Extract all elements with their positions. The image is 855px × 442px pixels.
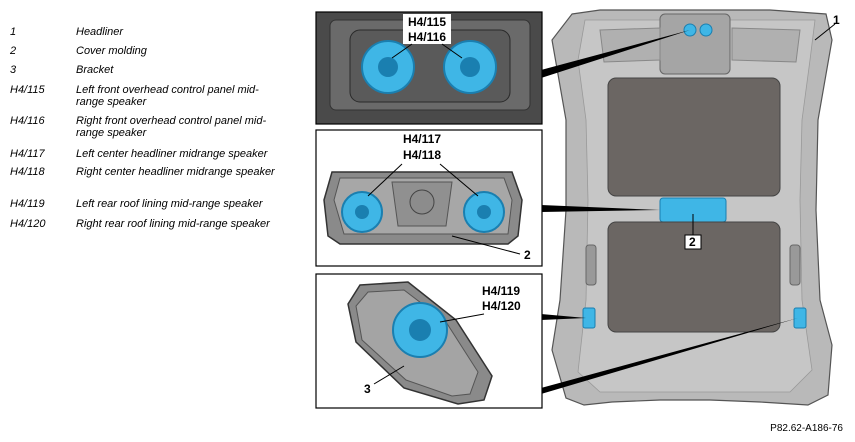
callout-h4-116: H4/116 — [408, 30, 446, 44]
callout-1-headliner: 1 — [833, 13, 840, 27]
legend-code: H4/120 — [10, 218, 46, 230]
legend-code: H4/119 — [10, 198, 45, 210]
callout-3-panel: 3 — [364, 382, 371, 396]
legend-code: 2 — [10, 45, 17, 57]
leader-line-panel2 — [541, 205, 660, 212]
callout-2-molding: 2 — [689, 235, 696, 249]
callout-h4-117: H4/117 — [403, 132, 441, 146]
right-grab-handle — [789, 244, 801, 286]
left-visor-recess — [599, 27, 661, 63]
legend-description: Cover molding — [76, 45, 147, 57]
legend-code: 1 — [10, 26, 17, 38]
detail-panel-front: H4/115 H4/116 — [315, 11, 543, 125]
callout-box-molding — [684, 234, 702, 250]
drawing-id: P82.62-A186-76 — [770, 423, 843, 434]
legend-description: Left center headliner midrange speaker — [76, 148, 268, 160]
legend-description: Right center headliner midrange speaker — [76, 166, 275, 178]
front-roof-glass — [607, 77, 781, 197]
headliner-view — [551, 9, 833, 406]
legend-description: Bracket — [76, 64, 114, 76]
detail-panel-rear: H4/119 H4/120 3 — [315, 273, 543, 409]
legend-code: H4/117 — [10, 148, 45, 160]
callout-h4-119: H4/119 — [482, 284, 520, 298]
speaker-h4-116-small — [699, 23, 713, 37]
right-visor-recess — [731, 27, 801, 63]
legend-description: Right front overhead control panel mid-r… — [76, 115, 267, 139]
legend-code: H4/118 — [10, 166, 45, 178]
leader-line-panel3b — [541, 318, 798, 394]
legend-code: 3 — [10, 64, 17, 76]
front-console — [659, 13, 731, 75]
legend-code: H4/115 — [10, 84, 45, 96]
callout-bg-panel1 — [403, 14, 451, 44]
legend-description: Headliner — [76, 26, 124, 38]
legend-code: H4/116 — [10, 115, 45, 127]
callout-2-panel: 2 — [524, 248, 531, 262]
speaker-h4-116-cone — [460, 57, 480, 77]
leader-h4-116 — [441, 43, 463, 59]
rear-roof-glass — [607, 221, 781, 333]
leader-line-panel1 — [541, 30, 690, 78]
callout-h4-120: H4/120 — [482, 299, 521, 313]
leader-headliner — [814, 23, 836, 41]
leader-h4-115 — [391, 43, 413, 59]
legend-description: Left rear roof lining mid-range speaker — [76, 198, 263, 210]
speaker-h4-115-cone — [378, 57, 398, 77]
detail-panel-center: H4/117 H4/118 2 — [315, 129, 543, 267]
speaker-h4-120-small — [793, 307, 807, 329]
left-grab-handle — [585, 244, 597, 286]
legend-description: Right rear roof lining mid-range speaker — [76, 218, 270, 230]
callout-h4-115: H4/115 — [408, 15, 446, 29]
callout-h4-118: H4/118 — [403, 148, 441, 162]
legend-description: Left front overhead control panel mid-ra… — [76, 84, 259, 108]
leader-line-panel3a — [541, 314, 586, 320]
